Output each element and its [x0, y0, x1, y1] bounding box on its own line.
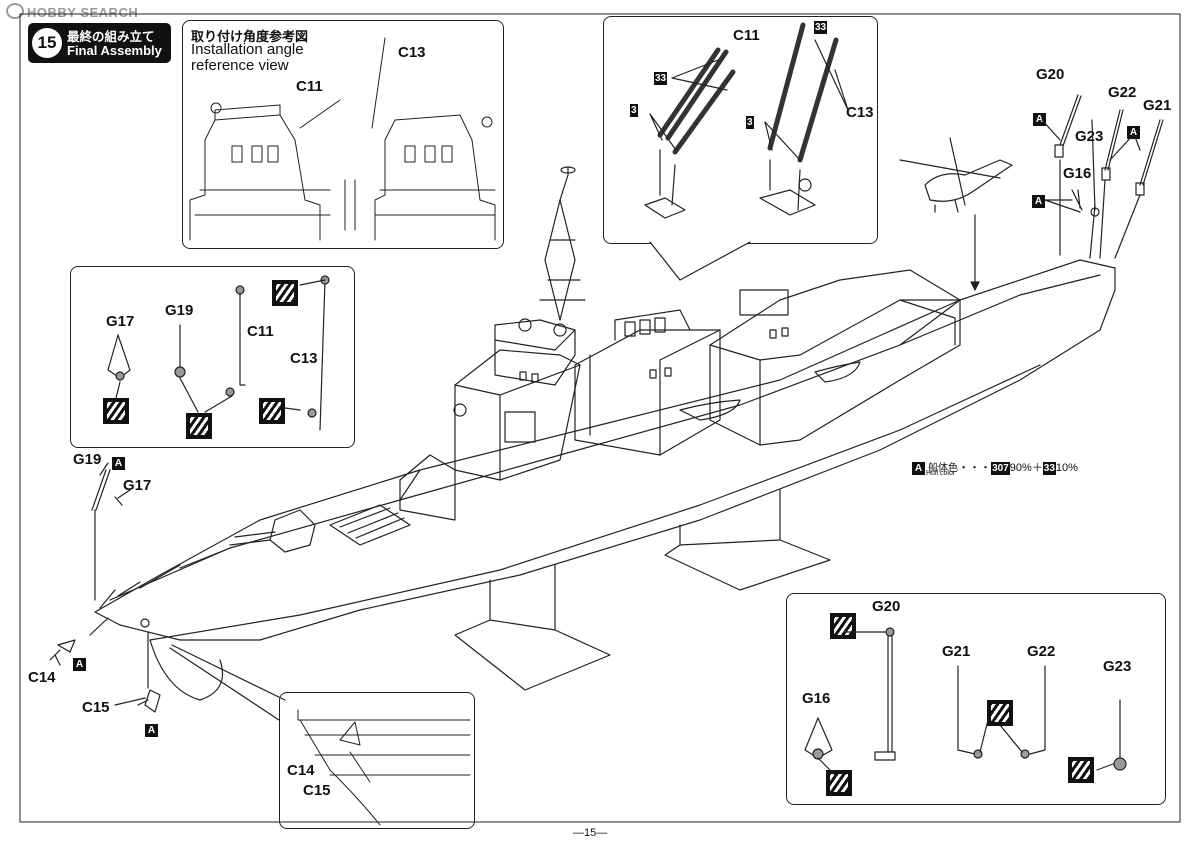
color-badge-a: A [1127, 126, 1140, 139]
color-badge-a: A [145, 724, 158, 737]
detail-label-c14: C14 [287, 762, 315, 779]
right-label-g22: G22 [1027, 643, 1056, 660]
glue-icon [830, 613, 856, 639]
stern-label-g22: G22 [1108, 84, 1137, 101]
page-border [19, 13, 1181, 823]
ship-superstructure [229, 166, 961, 553]
helicopter [899, 137, 1013, 213]
stern-label-g20: G20 [1036, 66, 1065, 83]
callout-label-c13: C13 [846, 104, 874, 121]
reference-view-title-en-line1: Installation angle [191, 41, 304, 58]
hull-color-dots: ・・・ [958, 462, 992, 474]
ship-stand [454, 489, 831, 691]
color-badge-3-left: 3 [630, 104, 638, 117]
left-label-c11: C11 [247, 323, 274, 340]
reference-view-title-en-line2: reference view [191, 57, 289, 74]
glue-icon [987, 700, 1013, 726]
color-badge-a: A [73, 658, 86, 671]
stern-label-g23: G23 [1075, 128, 1104, 145]
right-label-g23: G23 [1103, 658, 1132, 675]
paint-badge-307: 307 [991, 462, 1010, 475]
left-label-g19: G19 [165, 302, 194, 319]
step-title-en: Final Assembly [67, 43, 162, 58]
camera-icon [6, 3, 24, 19]
glue-icon [1068, 757, 1094, 783]
left-label-c13: C13 [290, 350, 318, 367]
bow-detail-drawing [297, 709, 471, 826]
ref-label-c13: C13 [398, 44, 426, 61]
right-label-g16: G16 [802, 690, 831, 707]
bow-label-c15: C15 [82, 699, 110, 716]
reference-view-title-ja: 取り付け角度参考図 [191, 29, 309, 44]
glue-icon [259, 398, 285, 424]
paint-percent-2: 10% [1055, 462, 1078, 474]
left-panel-drawing [107, 275, 330, 431]
color-badge-a: A [1032, 195, 1045, 208]
step-badge: 15 最終の組み立て Final Assembly [28, 23, 171, 63]
paint-percent-1: 90%＋ [1009, 462, 1043, 474]
ref-label-c11: C11 [296, 78, 323, 95]
hull-color-badge: A [912, 462, 925, 475]
callout-label-c11: C11 [733, 27, 760, 44]
hull-color-legend: A 船体色・・・30790%＋3310% Hull color [912, 459, 1078, 477]
glue-icon [186, 413, 212, 439]
bow-detail-panel [279, 692, 475, 829]
stern-label-g16: G16 [1063, 165, 1092, 182]
bow-label-c14: C14 [28, 669, 56, 686]
stern-label-g21: G21 [1143, 97, 1172, 114]
color-badge-33-right: 33 [814, 21, 828, 34]
glue-icon [272, 280, 298, 306]
right-panel-drawing [804, 627, 1127, 776]
step-number: 15 [32, 28, 62, 58]
antenna-callout-drawing [644, 22, 849, 219]
glue-icon [826, 770, 852, 796]
color-badge-33-left: 33 [654, 72, 668, 85]
step-title-ja: 最終の組み立て [67, 30, 155, 44]
bow-label-g19: G19 [73, 451, 102, 468]
hull-color-label-ja: 船体色 [928, 463, 959, 474]
watermark-text: HOBBY SEARCH [27, 5, 139, 20]
color-badge-a: A [112, 457, 125, 470]
right-label-g20: G20 [872, 598, 901, 615]
page-number: —15— [573, 827, 608, 839]
hull-color-label-en: Hull color [926, 470, 956, 477]
detail-label-c15: C15 [303, 782, 331, 799]
color-badge-a: A [1033, 113, 1046, 126]
left-label-g17: G17 [106, 313, 135, 330]
ship-hull [94, 259, 1116, 701]
right-label-g21: G21 [942, 643, 971, 660]
reference-view-drawing [189, 37, 496, 241]
paint-badge-33: 33 [1042, 462, 1056, 475]
color-badge-3-right: 3 [746, 116, 754, 129]
glue-icon [103, 398, 129, 424]
reference-view-panel [182, 20, 504, 249]
watermark-logo: HOBBY SEARCH [6, 3, 138, 20]
